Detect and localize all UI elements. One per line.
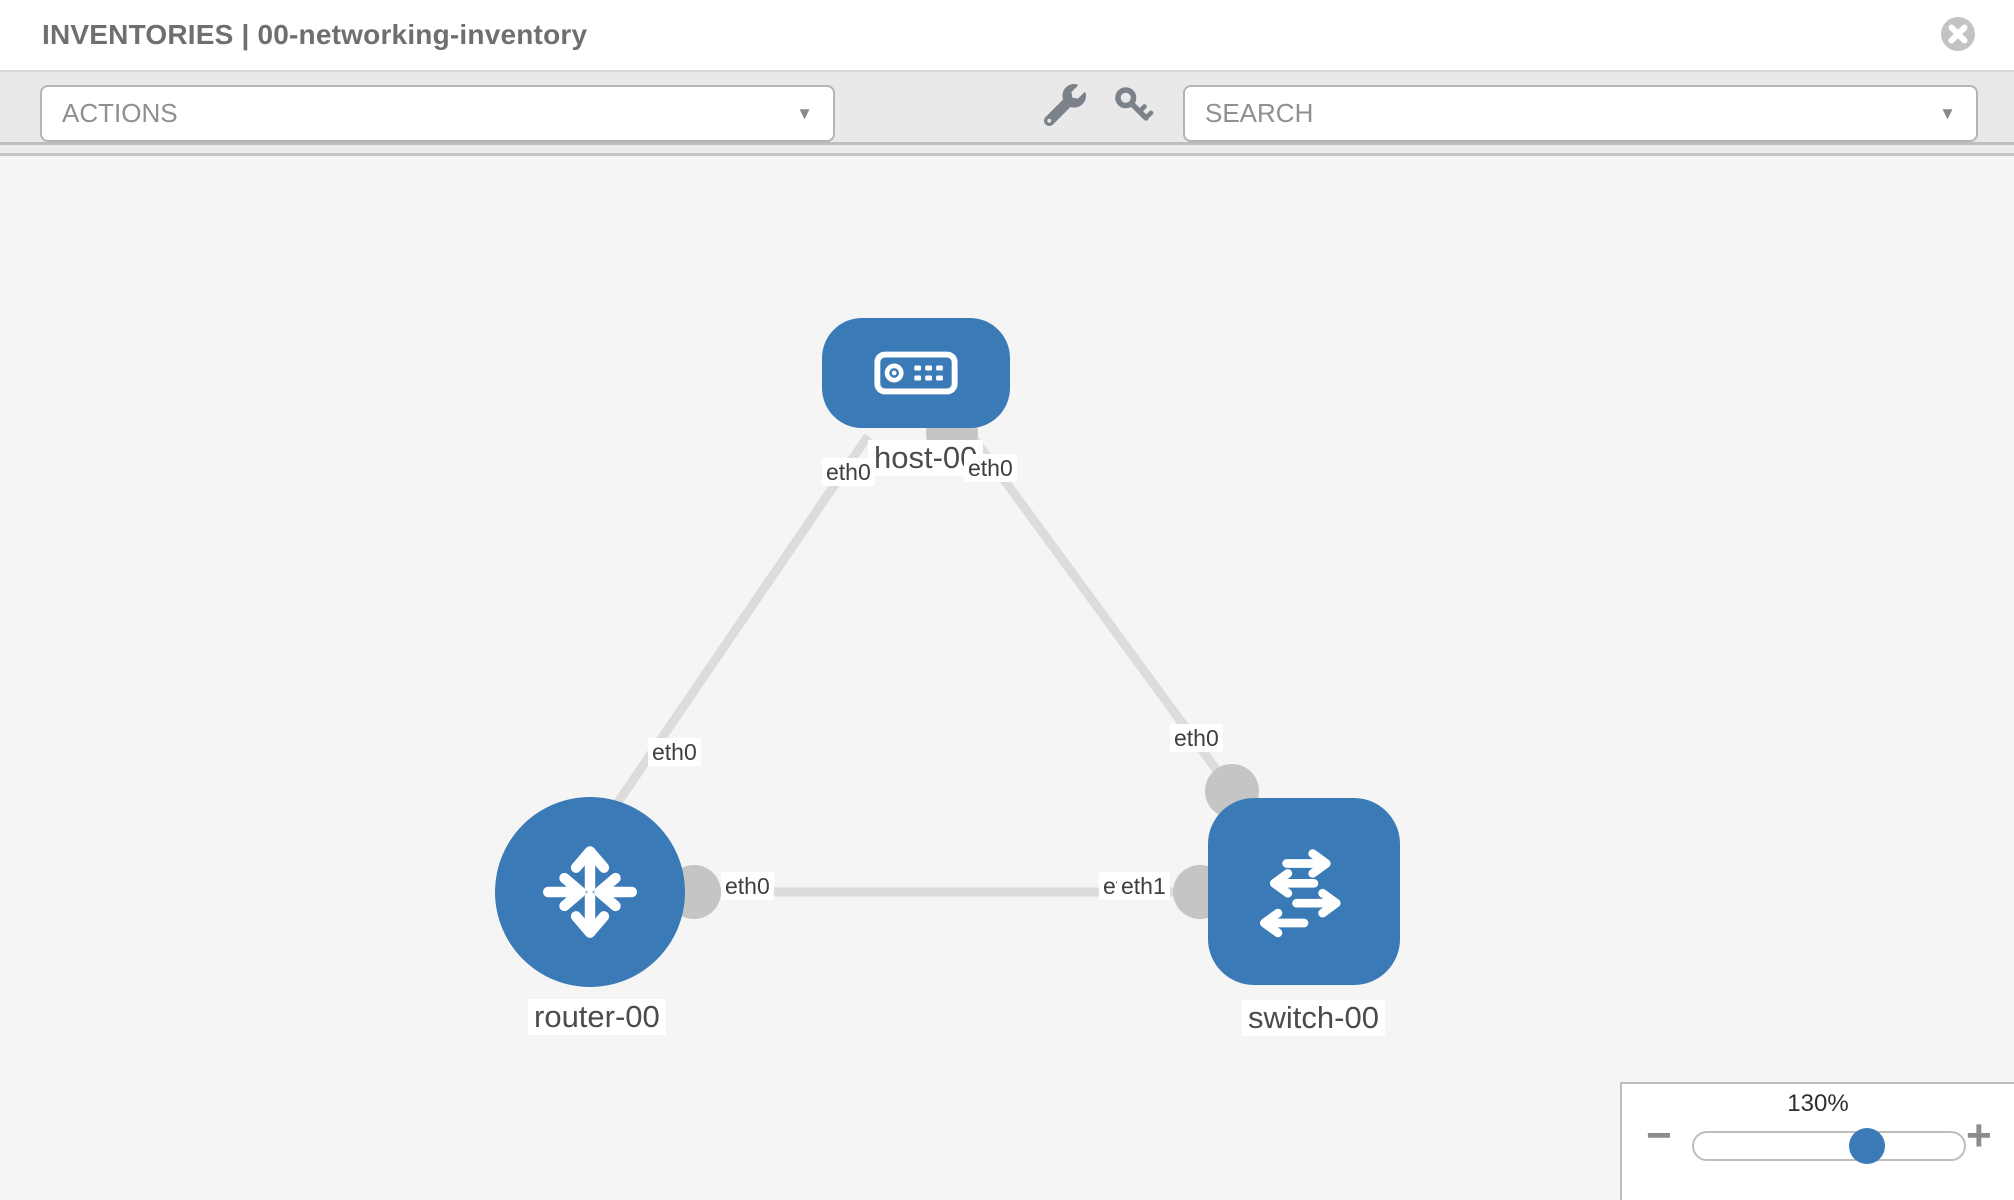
zoom-slider[interactable] [1692, 1128, 1966, 1164]
wrench-button[interactable] [1043, 84, 1090, 130]
zoom-panel: 130% − + [1620, 1082, 2014, 1200]
zoom-value: 130% [1787, 1090, 1849, 1117]
search-dropdown-label: SEARCH [1205, 98, 1314, 128]
iface-label-switch-to-host: eth0 [1170, 724, 1223, 752]
search-dropdown[interactable]: SEARCH ▼ [1183, 85, 1978, 142]
iface-label-router-to-switch: eth0 [721, 872, 774, 900]
node-switch-00[interactable] [1208, 798, 1400, 985]
node-label-switch: switch-00 [1242, 1000, 1385, 1036]
zoom-out-button[interactable]: − [1646, 1111, 1672, 1160]
iface-label-switch-to-router-stack: eth0 eth1 [1099, 872, 1179, 900]
node-label-router: router-00 [528, 999, 666, 1035]
close-icon [1941, 17, 1975, 51]
host-icon [874, 351, 958, 395]
key-icon [1115, 87, 1154, 121]
close-button[interactable] [1940, 16, 1976, 52]
topology-canvas[interactable] [0, 156, 2014, 1200]
iface-label-host-to-router: eth0 [822, 458, 875, 486]
actions-dropdown[interactable]: ACTIONS ▼ [40, 85, 835, 142]
router-icon [543, 846, 637, 938]
zoom-in-button[interactable]: + [1966, 1111, 1992, 1160]
key-button[interactable] [1112, 84, 1158, 130]
wrench-icon [1043, 84, 1086, 127]
node-host-00[interactable] [822, 318, 1010, 428]
node-router-00[interactable] [495, 797, 685, 987]
iface-label-router-to-host: eth0 [648, 738, 701, 766]
header: INVENTORIES | 00-networking-inventory [0, 0, 2014, 72]
iface-label-switch-to-router: eth1 [1117, 872, 1170, 900]
switch-icon [1259, 848, 1341, 937]
chevron-down-icon: ▼ [796, 104, 813, 123]
zoom-slider-thumb[interactable] [1849, 1128, 1885, 1164]
iface-label-host-to-switch: eth0 [964, 454, 1017, 482]
page-title: INVENTORIES | 00-networking-inventory [42, 19, 588, 50]
chevron-down-icon: ▼ [1939, 104, 1956, 123]
toolbar: ACTIONS ▼ SEARCH ▼ [0, 72, 2014, 145]
toolbar-divider [0, 145, 2014, 156]
actions-dropdown-label: ACTIONS [62, 98, 178, 128]
